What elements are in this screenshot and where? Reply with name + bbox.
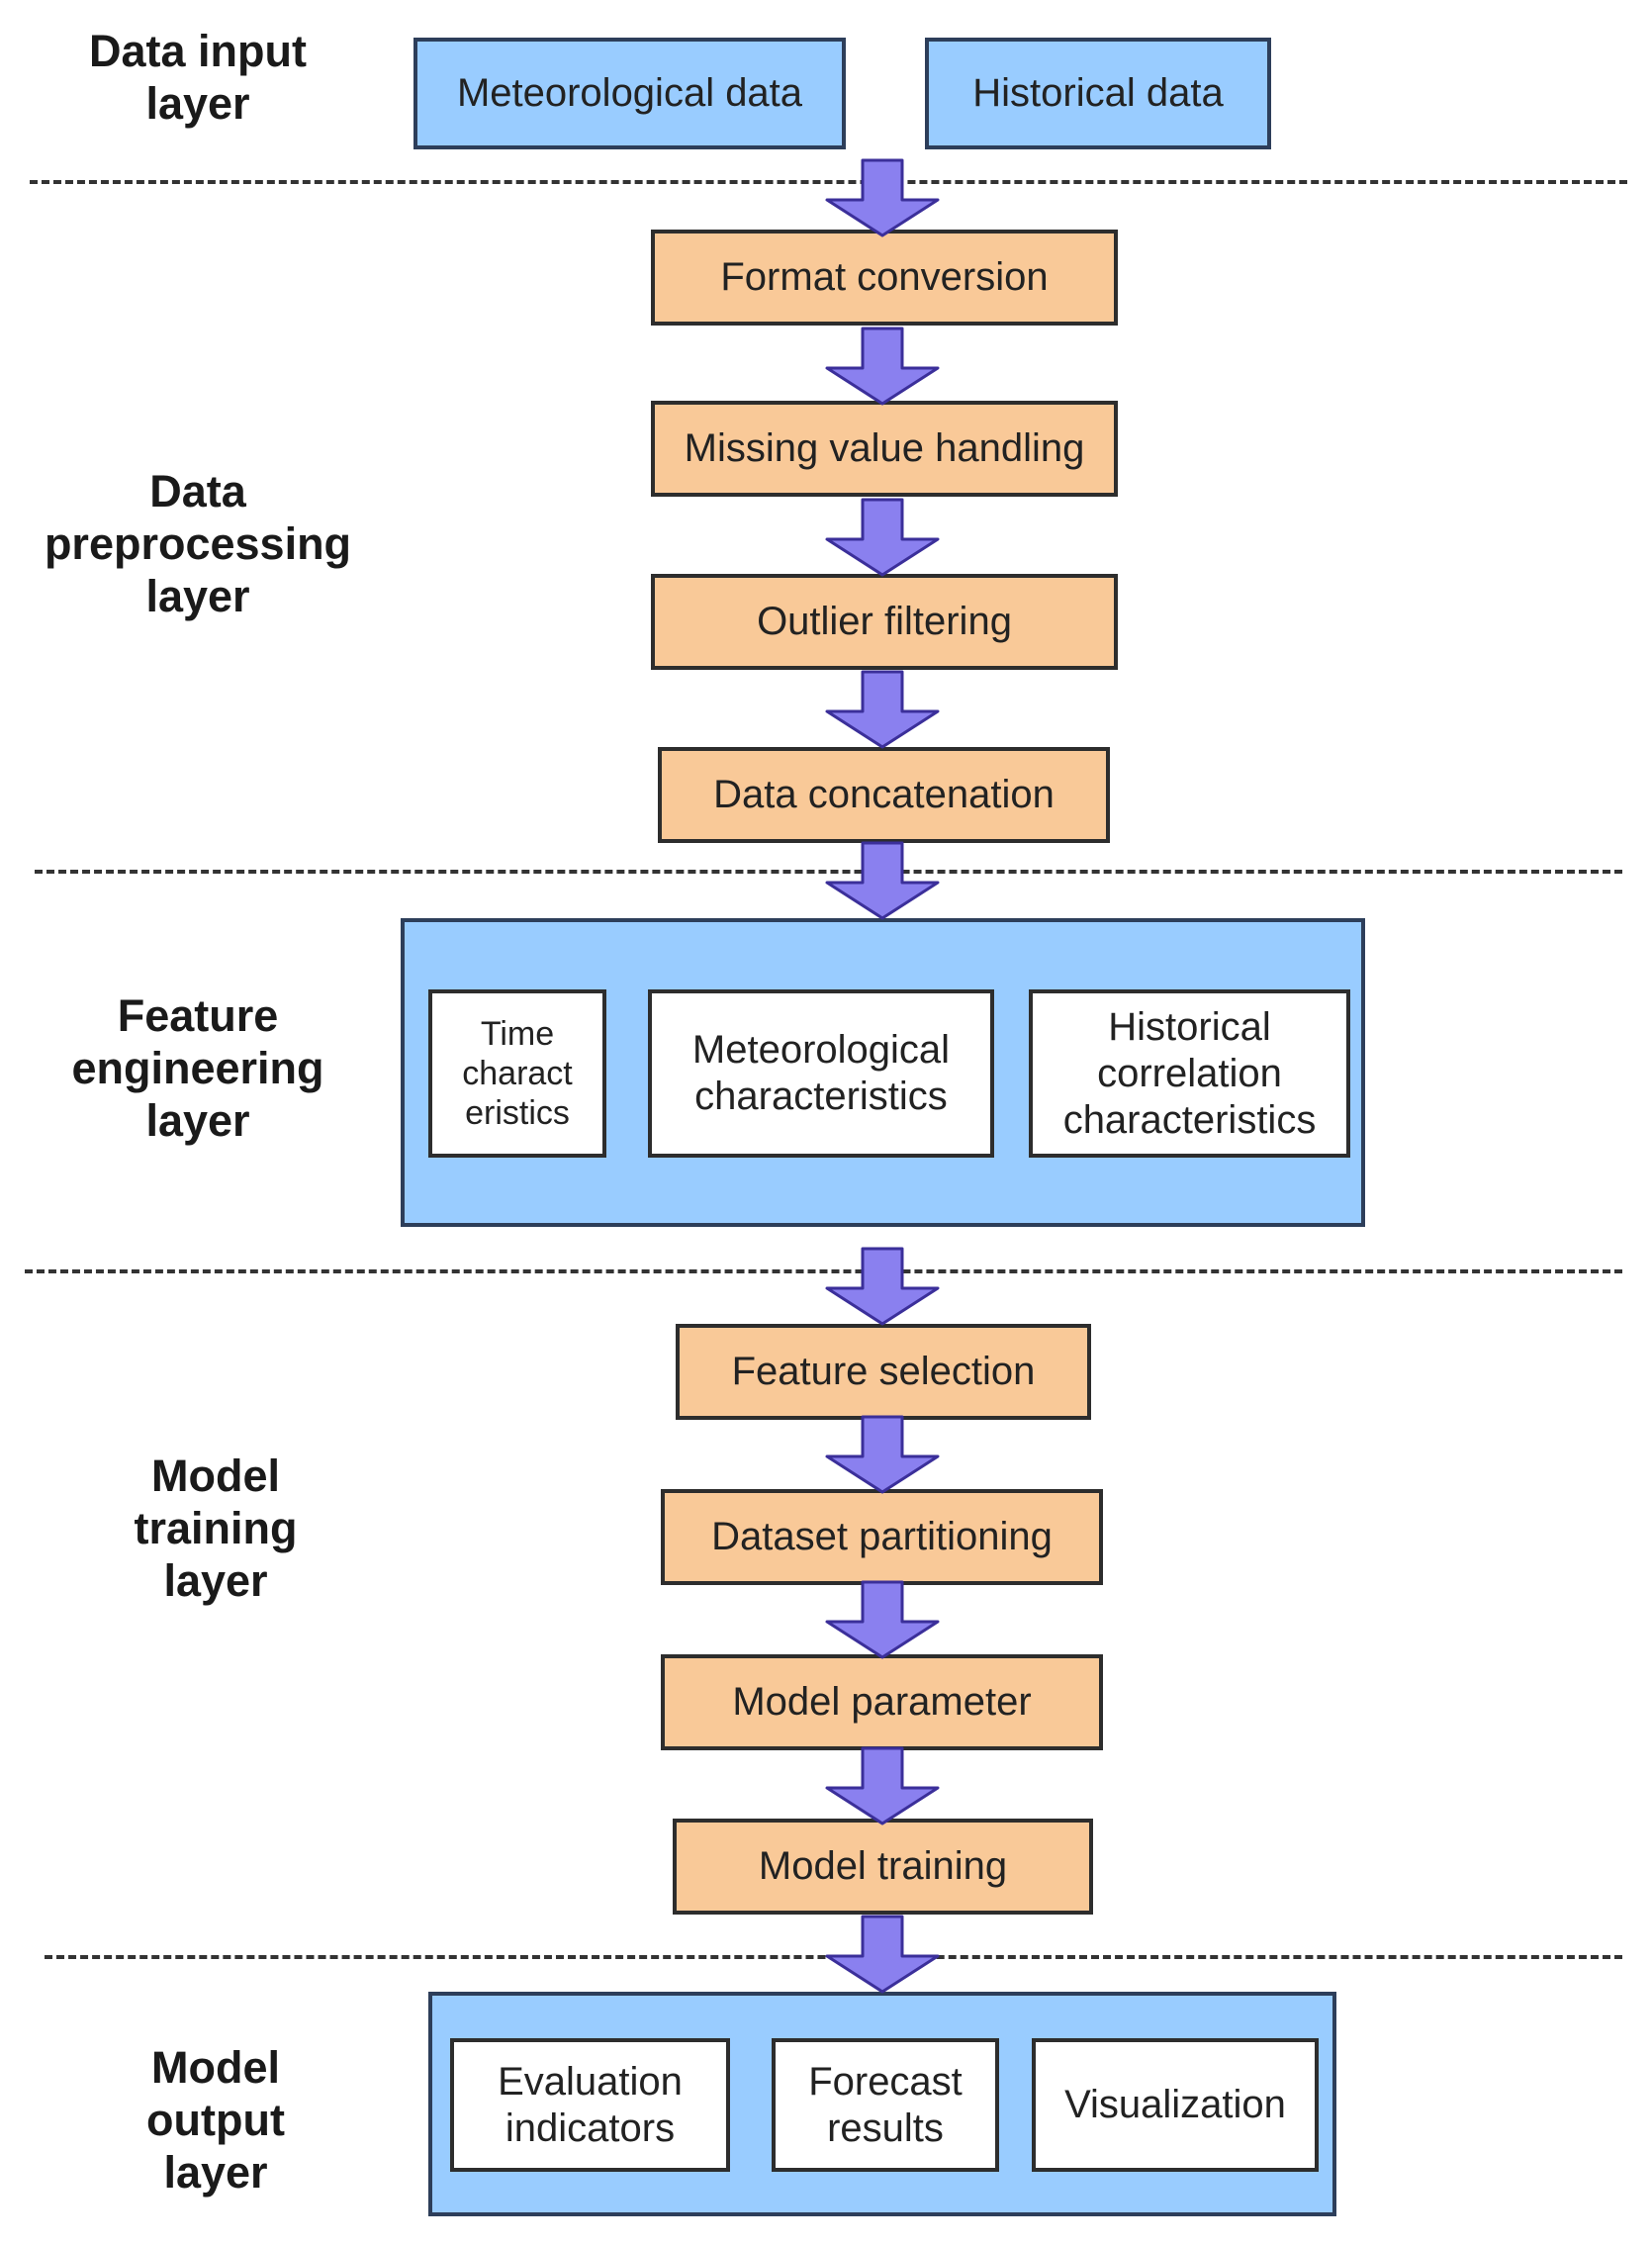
layer-label-feature: Feature engineering layer xyxy=(71,990,324,1146)
layer-separator-2 xyxy=(35,870,1622,874)
format-conversion-box: Format conversion xyxy=(651,230,1118,326)
flow-arrow-5 xyxy=(825,841,940,920)
historical-correlation-characteristics-box: Historical correlation characteristics xyxy=(1029,989,1350,1158)
layer-separator-1 xyxy=(30,180,1627,184)
outlier-filtering-box: Outlier filtering xyxy=(651,574,1118,670)
model-parameter-box: Model parameter xyxy=(661,1654,1103,1750)
flow-arrow-6 xyxy=(825,1247,940,1326)
model-training-box: Model training xyxy=(673,1819,1093,1915)
feature-selection-box: Feature selection xyxy=(676,1324,1091,1420)
time-characteristics-box: Time charact eristics xyxy=(428,989,606,1158)
flow-arrow-7 xyxy=(825,1415,940,1494)
missing-value-handling-box: Missing value handling xyxy=(651,401,1118,497)
flow-arrow-2 xyxy=(825,327,940,406)
layer-label-input: Data input layer xyxy=(89,26,307,129)
dataset-partitioning-box: Dataset partitioning xyxy=(661,1489,1103,1585)
flow-arrow-4 xyxy=(825,670,940,749)
visualization-box: Visualization xyxy=(1032,2038,1319,2172)
flow-arrow-10 xyxy=(825,1915,940,1994)
layer-label-output: Model output layer xyxy=(146,2042,285,2198)
meteorological-characteristics-box: Meteorological characteristics xyxy=(648,989,994,1158)
historical-data-box: Historical data xyxy=(925,38,1271,149)
flow-arrow-3 xyxy=(825,498,940,577)
flow-arrow-1 xyxy=(825,158,940,237)
forecast-results-box: Forecast results xyxy=(772,2038,999,2172)
layer-label-preprocessing: Data preprocessing layer xyxy=(44,466,352,621)
layer-label-training: Model training layer xyxy=(134,1451,298,1606)
layer-separator-3 xyxy=(25,1269,1622,1273)
evaluation-indicators-box: Evaluation indicators xyxy=(450,2038,730,2172)
flow-arrow-9 xyxy=(825,1746,940,1825)
meteorological-data-box: Meteorological data xyxy=(413,38,846,149)
flow-arrow-8 xyxy=(825,1580,940,1659)
data-concatenation-box: Data concatenation xyxy=(658,747,1110,843)
